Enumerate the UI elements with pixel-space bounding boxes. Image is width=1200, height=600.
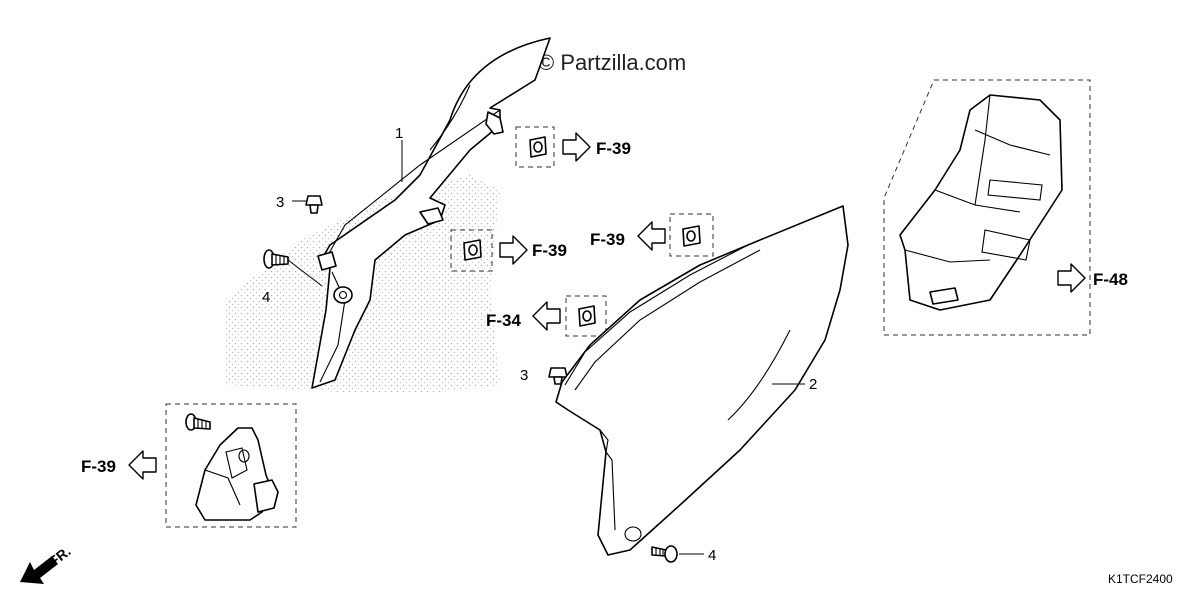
screw-3-right bbox=[548, 367, 568, 385]
grommet-box-2 bbox=[450, 229, 493, 272]
battery-case bbox=[899, 94, 1063, 311]
ref-label-1: F-39 bbox=[596, 139, 631, 158]
bolt-bracket bbox=[185, 413, 211, 431]
ref-label-6: F-48 bbox=[1093, 270, 1128, 289]
arrow-left-3 bbox=[637, 221, 666, 251]
arrow-right-1 bbox=[562, 132, 591, 162]
front-indicator: FR. bbox=[20, 543, 74, 584]
arrow-right-6 bbox=[1057, 263, 1086, 293]
callout-4a: 4 bbox=[262, 289, 270, 306]
part-1-cowl bbox=[311, 37, 551, 389]
screw-3-top bbox=[305, 195, 323, 214]
ref-label-3: F-39 bbox=[590, 230, 625, 249]
grommet-1 bbox=[529, 136, 547, 158]
watermark-text: © Partzilla.com bbox=[538, 50, 686, 75]
grommet-2 bbox=[463, 239, 482, 261]
grommet-box-4 bbox=[565, 295, 607, 337]
part-2-side-cover bbox=[555, 205, 849, 556]
leader-4a bbox=[287, 259, 323, 287]
grommet-box-3 bbox=[669, 213, 714, 257]
callout-3a: 3 bbox=[276, 194, 284, 211]
ref-label-2: F-39 bbox=[532, 241, 567, 260]
bolt-4-left bbox=[263, 249, 289, 269]
bracket-box bbox=[165, 403, 297, 528]
ref-label-5: F-39 bbox=[81, 457, 116, 476]
diagram-code: K1TCF2400 bbox=[1108, 572, 1173, 586]
grommet-3 bbox=[682, 225, 701, 247]
arrow-left-5 bbox=[128, 450, 157, 480]
bracket-assembly bbox=[195, 427, 279, 521]
callout-2: 2 bbox=[809, 376, 817, 393]
callout-3b: 3 bbox=[520, 367, 528, 384]
grommet-4 bbox=[578, 305, 596, 327]
grommet-box-1 bbox=[515, 126, 555, 168]
callout-1: 1 bbox=[395, 125, 403, 142]
bolt-4-bottom bbox=[651, 545, 678, 563]
battery-box bbox=[883, 79, 1091, 336]
ref-label-4: F-34 bbox=[486, 311, 522, 330]
front-arrow-icon bbox=[20, 556, 58, 584]
arrow-left-4 bbox=[532, 301, 561, 331]
arrow-right-2 bbox=[499, 235, 528, 265]
callout-4b: 4 bbox=[708, 547, 716, 564]
